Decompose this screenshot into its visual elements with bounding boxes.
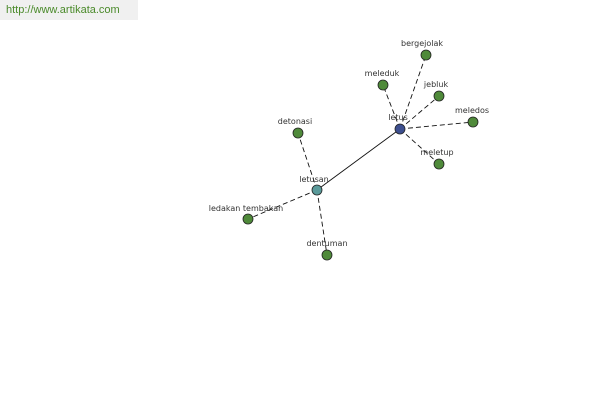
- node-label-meledos: meledos: [455, 106, 489, 115]
- node-label-bergejolak: bergejolak: [401, 39, 443, 48]
- node-meledos[interactable]: [467, 116, 479, 128]
- edge-letus-meleduk: [382, 84, 401, 130]
- node-label-letusan: letusan: [299, 175, 329, 184]
- edge-letus-meledos: [399, 121, 474, 130]
- node-ledakan-tembakan[interactable]: [242, 213, 254, 225]
- node-label-meletup: meletup: [420, 148, 453, 157]
- source-url-text: http://www.artikata.com: [6, 4, 120, 16]
- node-label-jebluk: jebluk: [423, 80, 449, 89]
- node-dentuman[interactable]: [321, 249, 333, 261]
- edge-letus-jebluk: [399, 95, 440, 130]
- node-letusan[interactable]: [311, 184, 323, 196]
- node-label-dentuman: dentuman: [306, 239, 347, 248]
- edge-letus-letusan: [316, 128, 401, 191]
- edge-letusan-ledakan-tembakan: [247, 189, 318, 220]
- node-label-ledakan-tembakan: ledakan tembakan: [209, 204, 283, 213]
- edge-letus-meletup: [399, 128, 440, 165]
- edge-letusan-detonasi: [297, 132, 318, 191]
- edge-letusan-dentuman: [316, 189, 328, 256]
- node-meleduk[interactable]: [377, 79, 389, 91]
- nodes-layer: [242, 49, 479, 261]
- node-meletup[interactable]: [433, 158, 445, 170]
- edge-letus-bergejolak: [399, 54, 427, 130]
- node-detonasi[interactable]: [292, 127, 304, 139]
- url-banner: http://www.artikata.com: [0, 0, 138, 20]
- node-bergejolak[interactable]: [420, 49, 432, 61]
- edges-layer: [247, 54, 474, 256]
- node-jebluk[interactable]: [433, 90, 445, 102]
- node-label-meleduk: meleduk: [365, 69, 400, 78]
- node-label-letus: letus: [388, 113, 408, 122]
- node-letus[interactable]: [394, 123, 406, 135]
- node-label-detonasi: detonasi: [278, 117, 312, 126]
- labels-layer: letus letusan bergejolak meleduk jebluk meled…: [209, 39, 489, 248]
